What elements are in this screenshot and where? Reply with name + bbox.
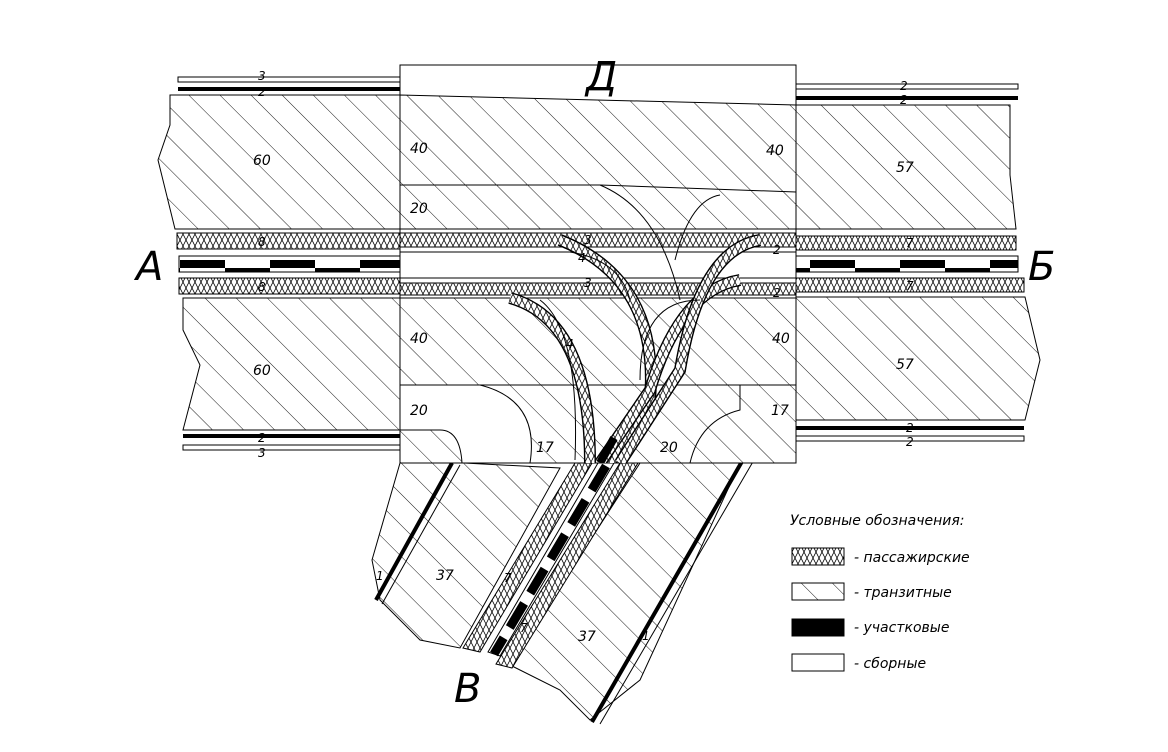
track-label: 3 bbox=[584, 276, 592, 290]
legend-swatch-transit bbox=[791, 582, 845, 601]
legend-swatch-passenger bbox=[791, 547, 845, 566]
legend-label-sectional: - участковые bbox=[854, 620, 949, 636]
track-label: 2 bbox=[900, 93, 908, 107]
track-label: 7 bbox=[520, 621, 528, 635]
track-label: 2 bbox=[906, 435, 914, 449]
band-label: 20 bbox=[410, 403, 428, 419]
legend-label-collecting: - сборные bbox=[854, 656, 926, 672]
track-label: 2 bbox=[773, 286, 781, 300]
left-bottom-passenger-band bbox=[178, 277, 401, 295]
branch-approach bbox=[371, 457, 755, 725]
legend-title: Условные обозначения: bbox=[790, 513, 964, 529]
track-label: 8 bbox=[258, 280, 266, 294]
track-label: 1 bbox=[642, 629, 650, 643]
left-top-passenger-band bbox=[176, 232, 401, 250]
band-label: 40 bbox=[766, 143, 784, 159]
left-bottom-transit-band bbox=[182, 297, 401, 431]
band-label: 60 bbox=[253, 363, 271, 379]
left-approach bbox=[157, 76, 401, 451]
track-label: 7 bbox=[504, 571, 512, 585]
right-bottom-transit-band bbox=[795, 296, 1041, 421]
track-label: 1 bbox=[376, 569, 384, 583]
track-label: 7 bbox=[906, 279, 914, 293]
left-bottom-sectional-track bbox=[183, 434, 400, 438]
band-label: 40 bbox=[410, 331, 428, 347]
band-label: 20 bbox=[410, 201, 428, 217]
left-top-transit-band bbox=[157, 94, 401, 230]
track-label: 3 bbox=[258, 69, 266, 83]
branch-right-sectional-track bbox=[590, 457, 746, 723]
band-label: 40 bbox=[410, 141, 428, 157]
band-label: 40 bbox=[772, 331, 790, 347]
direction-a-label: А bbox=[133, 244, 163, 290]
band-label: 17 bbox=[536, 440, 554, 456]
band-label: 60 bbox=[253, 153, 271, 169]
legend-label-transit: - транзитные bbox=[854, 585, 952, 601]
right-approach bbox=[795, 83, 1041, 442]
track-label: 8 bbox=[258, 235, 266, 249]
track-label: 7 bbox=[906, 236, 914, 250]
track-label: 2 bbox=[258, 85, 266, 99]
legend-swatch-collecting bbox=[791, 653, 845, 672]
direction-b-label: Б bbox=[1028, 244, 1055, 290]
track-label: 3 bbox=[258, 446, 266, 460]
right-bottom-sectional-track bbox=[796, 426, 1024, 430]
band-label: 57 bbox=[896, 357, 914, 373]
left-top-sectional-track bbox=[178, 87, 400, 91]
left-bottom-collecting-track bbox=[182, 444, 401, 451]
track-label: 2 bbox=[258, 431, 266, 445]
band-label: 17 bbox=[771, 403, 789, 419]
track-label: 4 bbox=[578, 251, 586, 265]
band-label: 37 bbox=[436, 568, 454, 584]
branch-left-transit-band bbox=[371, 462, 561, 649]
band-label: 37 bbox=[578, 629, 596, 645]
legend-label-passenger: - пассажирские bbox=[854, 550, 970, 566]
right-top-sectional-track bbox=[796, 96, 1018, 100]
right-sectional-band bbox=[795, 255, 1019, 273]
track-label: 2 bbox=[773, 243, 781, 257]
track-label: 4 bbox=[566, 337, 574, 351]
left-sectional-band bbox=[178, 255, 401, 273]
track-label: 3 bbox=[584, 233, 592, 247]
left-top-collecting-track bbox=[177, 76, 401, 83]
track-label: 2 bbox=[900, 79, 908, 93]
band-label: 57 bbox=[896, 160, 914, 176]
legend-swatch-sectional bbox=[791, 618, 845, 637]
track-label: 2 bbox=[906, 421, 914, 435]
direction-d-label: Д bbox=[584, 54, 617, 100]
branch-left-sectional-track bbox=[374, 462, 454, 601]
direction-v-label: В bbox=[454, 666, 481, 712]
legend: Условные обозначения: - пассажирские - т… bbox=[790, 513, 970, 672]
central-junction-box bbox=[399, 64, 797, 464]
band-label: 20 bbox=[660, 440, 678, 456]
